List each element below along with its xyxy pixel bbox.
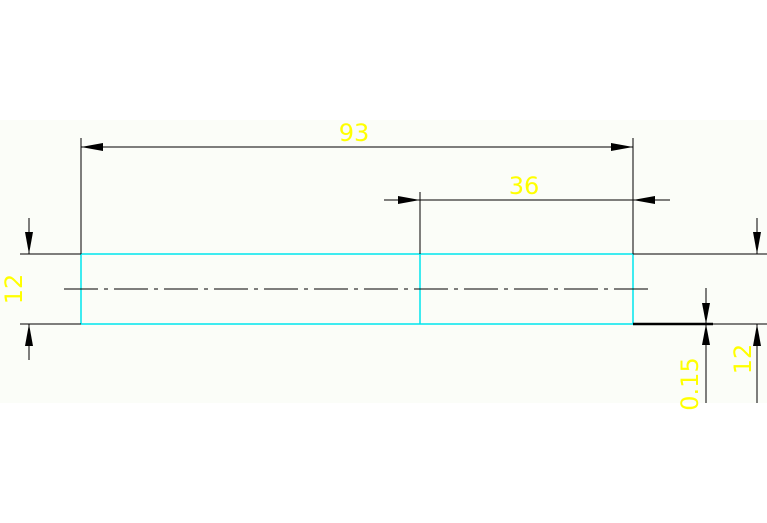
arrow-left12-top [25,232,33,254]
arrow-left12-bottom [25,324,33,346]
drawing-sheet [0,120,767,403]
dim-text-left-12: 12 [0,274,28,305]
arrow-36-left [398,196,420,204]
dim-text-015: 0.15 [676,357,704,410]
arrow-93-left [81,143,103,151]
dim-text-36: 36 [509,172,540,200]
arrow-015-top [702,303,710,324]
arrow-93-right [611,143,633,151]
extension-lines [20,138,767,325]
dim-text-right-12: 12 [729,344,757,375]
arrow-right12-bottom [753,324,761,346]
arrow-right12-top [753,232,761,254]
arrow-36-right [633,196,655,204]
arrow-015-bottom [702,324,710,345]
dim-text-93: 93 [339,119,370,147]
arrowheads [25,143,761,346]
